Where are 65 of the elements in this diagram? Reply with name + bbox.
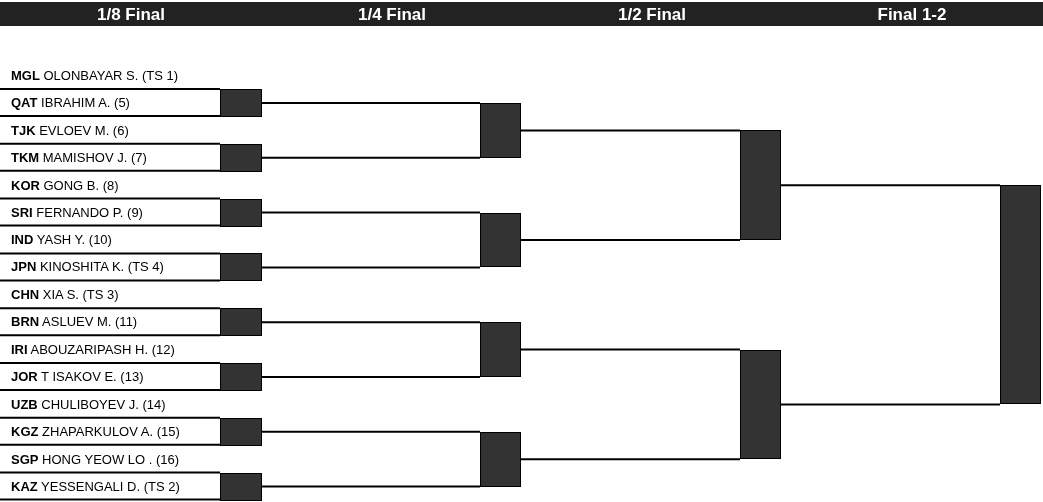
bracket-line: [261, 430, 481, 433]
result-bar: [220, 308, 262, 337]
competitor-entry: SRI FERNANDO P. (9): [0, 198, 220, 226]
competitor-entry: KAZ YESSENGALI D. (TS 2): [0, 472, 220, 500]
bracket-line: [520, 239, 741, 241]
bracket-line: [0, 498, 221, 501]
round-heading: 1/4 Final: [358, 5, 426, 25]
result-bar: [220, 363, 262, 391]
competitor-entry: IRI ABOUZARIPASH H. (12): [0, 336, 220, 363]
bracket-line: [520, 348, 741, 351]
competitor-entry: UZB CHULIBOYEV J. (14): [0, 390, 220, 418]
competitor-entry: BRN ASLUEV M. (11): [0, 308, 220, 336]
result-bar: [220, 253, 262, 282]
competitor-entry: JOR T ISAKOV E. (13): [0, 363, 220, 390]
round-heading: 1/8 Final: [97, 5, 165, 25]
competitor-entry: IND YASH Y. (10): [0, 226, 220, 254]
result-bar: [740, 130, 781, 240]
bracket-line: [0, 197, 221, 200]
result-bar: [220, 417, 262, 446]
round-heading: Final 1-2: [877, 5, 947, 25]
bracket-line: [261, 156, 481, 159]
bracket-line: [0, 362, 221, 364]
bracket-line: [780, 184, 1001, 187]
competitor-entry: TKM MAMISHOV J. (7): [0, 143, 220, 171]
bracket-line: [261, 211, 481, 214]
bracket-line: [0, 169, 221, 172]
result-bar: [220, 198, 262, 227]
bracket-line: [0, 279, 221, 282]
bracket-line: [780, 403, 1001, 406]
competitor-entry: TJK EVLOEV M. (6): [0, 116, 220, 144]
bracket-line: [520, 129, 741, 132]
result-bar: [740, 349, 781, 460]
competitor-entry: KGZ ZHAPARKULOV A. (15): [0, 417, 220, 445]
bracket-line: [0, 252, 221, 255]
bracket-line: [261, 102, 481, 104]
bracket-line: [0, 224, 221, 227]
competitor-entry: KOR GONG B. (8): [0, 171, 220, 199]
competitor-entry: SGP HONG YEOW LO . (16): [0, 445, 220, 473]
competitor-entry: QAT IBRAHIM A. (5): [0, 89, 220, 116]
bracket-line: [261, 376, 481, 378]
bracket-line: [0, 389, 221, 391]
bracket-line: [0, 443, 221, 446]
competitor-entry: JPN KINOSHITA K. (TS 4): [0, 253, 220, 281]
result-bar: [480, 431, 521, 487]
bracket-line: [0, 416, 221, 419]
result-bar: [480, 322, 521, 377]
result-bar: [480, 103, 521, 158]
bracket-line: [0, 471, 221, 474]
round-heading: 1/2 Final: [618, 5, 686, 25]
bracket-line: [261, 266, 481, 269]
result-bar: [220, 143, 262, 172]
competitor-entry: MGL OLONBAYAR S. (TS 1): [0, 62, 220, 89]
bracket-line: [0, 115, 221, 117]
result-bar: [220, 472, 262, 501]
bracket-line: [0, 307, 221, 310]
result-bar: [1000, 185, 1041, 405]
result-bar: [480, 212, 521, 268]
bracket-line: [261, 485, 481, 488]
bracket-line: [520, 458, 741, 461]
competitor-entry: CHN XIA S. (TS 3): [0, 281, 220, 309]
result-bar: [220, 89, 262, 117]
bracket-line: [0, 334, 221, 337]
bracket-line: [0, 142, 221, 145]
bracket-line: [0, 88, 221, 90]
bracket-line: [261, 321, 481, 324]
